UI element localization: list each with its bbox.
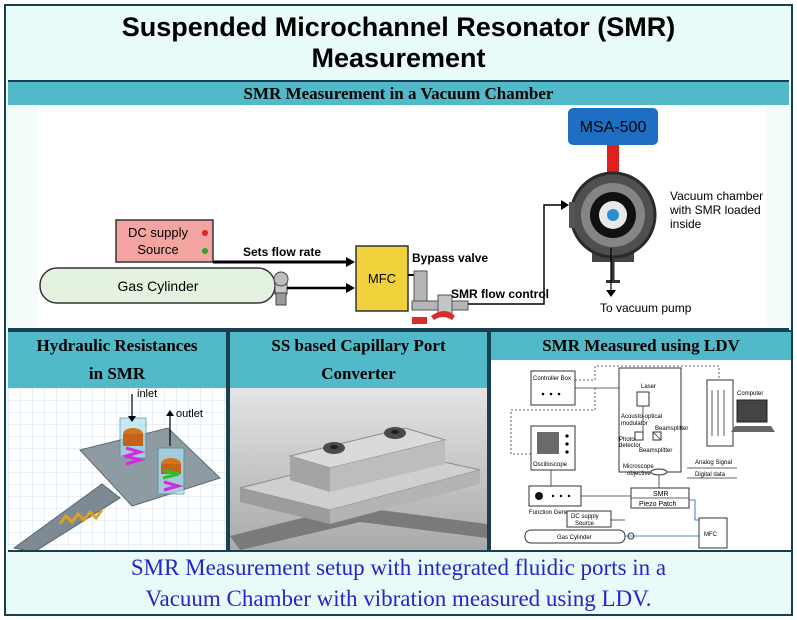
base-plate-side — [240, 488, 330, 524]
diagram-title: Suspended Microchannel Resonator (SMR) M… — [6, 12, 791, 74]
ldv-gas-cylinder — [524, 529, 626, 544]
beamsplitter-bottom-label: Beamsplitter — [639, 448, 672, 454]
aom-label-2: modulator — [621, 421, 648, 427]
laser-unit — [618, 367, 682, 473]
inlet-resistor — [120, 446, 146, 466]
vacuum-pump-arrowhead — [606, 290, 616, 297]
bypass-valve-icon — [411, 270, 469, 324]
dc-supply-red-led — [202, 230, 208, 236]
digital-data-label: Digital data — [695, 472, 726, 478]
computer-tower — [706, 379, 734, 447]
outlet-arrowhead — [166, 410, 174, 416]
vacuum-chamber-label-1: Vacuum chamber — [670, 189, 763, 203]
resistor-serpentine — [58, 509, 104, 525]
dc-supply-label-1: DC supply — [128, 225, 188, 240]
caption-line-1: SMR Measurement setup with integrated fl… — [130, 555, 667, 580]
dc-supply-label-2: Source — [137, 242, 178, 257]
dc-supply-box — [115, 219, 214, 263]
vacuum-chamber-schematic: MSA-500 Vacuum chamber with SMR loaded i… — [8, 105, 789, 328]
screw-hole-right — [391, 430, 399, 434]
capillary-strip — [230, 506, 487, 550]
outlet-label: outlet — [176, 408, 203, 420]
hydraulic-heading-line-2: in SMR — [88, 364, 146, 383]
photo-detector-label-2: detector — [619, 443, 641, 449]
smr-flow-control-line — [468, 204, 565, 305]
smr-flow-arrowhead — [561, 200, 569, 210]
function-generator-label: Function Generator — [529, 510, 581, 516]
figure-caption: SMR Measurement setup with integrated fl… — [6, 552, 791, 614]
photo-detector-label-1: Photo — [619, 437, 635, 443]
sets-flow-rate-label: Sets flow rate — [243, 245, 321, 259]
analog-signal-label: Analog Signal — [695, 460, 732, 466]
mfc-box — [355, 245, 409, 312]
title-line-2: Measurement — [311, 43, 486, 73]
beamsplitter-top-label: Beamsplitter — [655, 426, 688, 432]
hydraulic-heading: Hydraulic Resistances in SMR — [8, 332, 226, 388]
msa-500-label: MSA-500 — [580, 119, 647, 136]
aom-label-1: Acousto-optical — [621, 414, 662, 420]
outlet-port-body — [161, 464, 181, 474]
capillary-panel: SS based Capillary Port Converter — [228, 330, 489, 552]
inlet-arrowhead — [128, 416, 136, 422]
computer-label: Computer — [737, 391, 763, 397]
hydraulic-heading-line-1: Hydraulic Resistances — [36, 336, 198, 355]
smr-label: SMR — [653, 491, 669, 498]
base-plate-front — [330, 470, 480, 524]
laser-label: Laser — [641, 384, 656, 390]
ldv-mfc — [698, 517, 728, 549]
outlet-resistor-magenta — [163, 480, 184, 492]
vacuum-chamber-label-2: with SMR loaded — [669, 203, 761, 217]
vacuum-chamber-label-3: inside — [670, 217, 702, 231]
hydraulic-rendering: inlet outlet — [8, 388, 226, 550]
microscope-label-1: Microscope — [623, 464, 654, 470]
caption-line-2: Vacuum Chamber with vibration measured u… — [145, 586, 652, 611]
dc-supply-green-led — [202, 248, 208, 254]
outlet-resistor-green — [162, 468, 180, 480]
smr-flow-control-label: SMR flow control — [451, 287, 549, 301]
gas-cylinder-label: Gas Cylinder — [118, 278, 199, 294]
ldv-mfc-label: MFC — [704, 532, 718, 538]
capillary-heading-line-1: SS based Capillary Port — [271, 336, 446, 355]
gas-to-mfc-arrowhead — [346, 283, 355, 293]
ldv-panel: SMR Measured using LDV Controller Box La… — [489, 330, 791, 552]
capillary-heading: SS based Capillary Port Converter — [230, 332, 487, 388]
ldv-dc-supply — [566, 510, 612, 528]
bypass-valve-label: Bypass valve — [412, 251, 488, 265]
title-line-1: Suspended Microchannel Resonator (SMR) — [121, 12, 676, 42]
flow-rate-arrowhead — [346, 257, 355, 267]
microscope-label-2: objective — [627, 471, 651, 477]
screw-hole-left — [330, 445, 338, 449]
diagram-frame: Suspended Microchannel Resonator (SMR) M… — [4, 4, 793, 616]
msa-500-box — [568, 108, 658, 145]
clamp-block-front — [330, 440, 445, 492]
ldv-heading: SMR Measured using LDV — [491, 332, 791, 360]
ldv-dc-supply-label-2: Source — [575, 521, 595, 527]
ldv-dc-supply-label-1: DC supply — [571, 514, 599, 520]
clamp-block-side — [290, 456, 330, 492]
inlet-label: inlet — [137, 388, 157, 400]
vacuum-chamber-heading: SMR Measurement in a Vacuum Chamber — [8, 82, 789, 105]
ldv-schematic: Controller Box Laser Acousto-optical mod… — [491, 360, 791, 550]
controller-box — [530, 370, 576, 406]
to-vacuum-pump-label: To vacuum pump — [600, 301, 692, 315]
vacuum-chamber-panel: SMR Measurement in a Vacuum Chamber MSA-… — [8, 80, 789, 330]
oscilloscope-label: Oscilloscope — [533, 462, 568, 468]
capillary-rendering — [230, 388, 487, 550]
ldv-gas-cylinder-label: Gas Cylinder — [557, 535, 592, 541]
inlet-port-body — [123, 434, 143, 446]
mfc-label: MFC — [368, 271, 396, 286]
hydraulic-panel: Hydraulic Resistances in SMR i — [8, 330, 228, 552]
piezo-patch-label: Piezo Patch — [639, 501, 676, 508]
controller-box-label: Controller Box — [533, 376, 571, 382]
vacuum-chamber-icon — [569, 171, 657, 283]
gas-cylinder-valve — [273, 271, 289, 306]
computer-monitor — [736, 399, 768, 423]
capillary-heading-line-2: Converter — [321, 364, 396, 383]
